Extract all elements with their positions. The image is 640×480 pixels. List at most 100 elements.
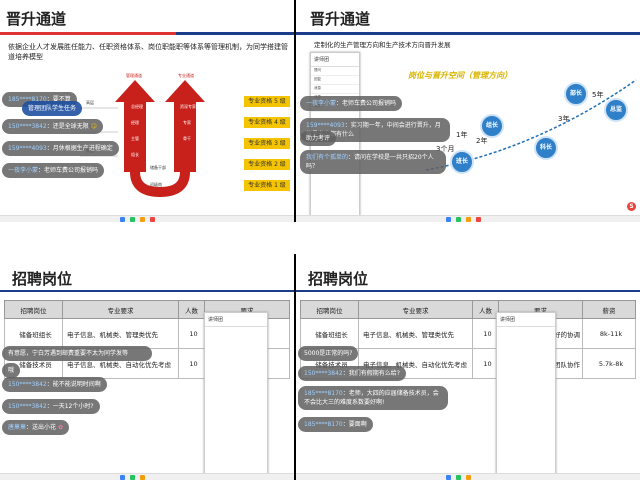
col-header: 招聘岗位	[4, 300, 63, 319]
chat-bubble: 185****8170：老师，大四的应届储备技术员，会不会比大三的难度系数要好啊…	[298, 386, 448, 410]
chat-bubble: 一夜李小蒙：老师车费公司报销吗	[2, 163, 105, 178]
app-icon[interactable]	[456, 217, 461, 222]
col-header: 人数	[472, 300, 499, 319]
chat-bubble: 150****3842：能不能说明时间啊	[2, 377, 107, 392]
separator-band	[0, 222, 640, 254]
level-1: 专业资格 1 级	[244, 180, 290, 191]
app-icon[interactable]	[120, 217, 125, 222]
phone-header: 讲师团	[311, 53, 359, 67]
chat-bubble: 我们有个孤单的：请问在学校是一共只招20个人吗？	[300, 150, 446, 174]
app-icon[interactable]	[140, 217, 145, 222]
description: 依据企业人才发展胜任能力、任职资格体系、岗位职能职等体系等管理机制，为同学搭建管…	[8, 43, 288, 61]
chat-bubble: 一夜李小蒙：老师车费公司报销吗	[300, 96, 403, 111]
phone-chat-window[interactable]: 讲师团	[496, 312, 556, 476]
chat-bubble: 150****3842：我们有假期有么给?	[298, 366, 406, 381]
ladder-left-2: 经理	[131, 120, 139, 125]
chat-bubble: 唐菓菓：送出小花 ✿	[2, 420, 69, 435]
slide-recruit-1: 招聘岗位 招聘岗位 专业要求 人数 要求 储备班组长 电子信息、机械类、管理类优…	[0, 254, 294, 480]
col-header: 专业要求	[358, 300, 473, 319]
title-rule-blue	[176, 32, 294, 35]
taskbar	[296, 215, 640, 222]
ladder-right-1: 资深专家	[180, 104, 196, 109]
page-title: 晋升通道	[6, 10, 67, 28]
list-item[interactable]: 消息	[311, 85, 359, 94]
role-circle-section-chief: 科长	[534, 136, 558, 160]
app-icon[interactable]	[466, 217, 471, 222]
role-circle-director: 总监	[604, 98, 628, 122]
chat-bubble: 5000是正常的吗?	[298, 346, 359, 361]
table-header-row: 招聘岗位 专业要求 人数 要求	[4, 300, 290, 319]
page-title: 晋升通道	[310, 10, 371, 28]
slide-recruit-2: 招聘岗位 招聘岗位 专业要求 人数 要求 薪资 储备班组长 电子信息、机械类、管…	[296, 254, 640, 480]
ladder-left-1: 总经理	[131, 104, 143, 109]
chat-bubble: 哦	[2, 363, 21, 378]
flower-icon: ✿	[57, 424, 63, 431]
phone-header: 讲师团	[497, 313, 555, 327]
level-3: 专业资格 3 级	[244, 138, 290, 149]
title-rule-blue	[296, 32, 640, 35]
smile-icon: ☺	[90, 123, 97, 130]
table-header-row: 招聘岗位 专业要求 人数 要求 薪资	[300, 300, 636, 319]
joining-curve	[130, 171, 190, 198]
year-label: 3个月	[436, 145, 455, 153]
ladder-left-3: 主管	[131, 136, 139, 141]
list-item[interactable]: 提问	[311, 67, 359, 76]
title-rule-red	[0, 32, 180, 35]
title-rule-blue	[296, 290, 640, 292]
chat-bubble: 150****3842：还是全球无限 ☺	[2, 119, 103, 134]
year-label: 3年	[558, 115, 570, 123]
chat-bubble: 有意愿，宁白芳遇到邮费重要不太为同学发等	[2, 346, 152, 361]
ladder-join: 储备干部	[150, 165, 166, 170]
ladder-right-2: 专家	[183, 120, 191, 125]
year-label: 5年	[592, 91, 604, 99]
phone-header: 讲师团	[205, 313, 267, 327]
chat-bubble: 助力考评	[300, 131, 337, 146]
role-circle-manager: 部长	[564, 82, 588, 106]
col-header: 薪资	[582, 300, 636, 319]
app-icon[interactable]	[456, 475, 461, 480]
app-icon[interactable]	[130, 475, 135, 480]
chat-bubble: 150****3842：一天12个小时?	[2, 399, 100, 414]
app-icon[interactable]	[150, 217, 155, 222]
chat-bubble: 管理团队学生任务	[22, 101, 83, 116]
role-circle-team-lead: 班长	[450, 150, 474, 174]
app-icon[interactable]	[140, 475, 145, 480]
ladder-right-3: 骨干	[183, 136, 191, 141]
app-icon[interactable]	[120, 475, 125, 480]
taskbar	[296, 473, 640, 480]
year-label: 1年	[456, 131, 468, 139]
brand-logo-icon: S	[627, 202, 636, 211]
arrow-right-label: 专业通道	[178, 73, 194, 78]
chat-bubble: 185****8170：要面啊	[298, 417, 373, 432]
phone-chat-window[interactable]: 讲师团	[204, 312, 268, 476]
ladder-bottom: 初级岗	[150, 182, 162, 187]
level-5: 专业资格 5 级	[244, 96, 290, 107]
col-header: 招聘岗位	[300, 300, 359, 319]
axis-high: 高层	[86, 100, 94, 105]
taskbar	[0, 473, 294, 480]
ladder-left-4: 组长	[131, 152, 139, 157]
app-icon[interactable]	[130, 217, 135, 222]
slide-career-path-1: 晋升通道 依据企业人才发展胜任能力、任职资格体系、岗位职能职等体系等管理机制，为…	[0, 0, 294, 222]
path-title: 岗位与晋升空间（管理方向）	[408, 71, 512, 80]
taskbar	[0, 215, 294, 222]
specialist-arrow	[165, 80, 205, 172]
app-icon[interactable]	[446, 217, 451, 222]
title-rule-blue	[0, 290, 294, 292]
list-item[interactable]: 回复	[311, 76, 359, 85]
col-header: 人数	[178, 300, 205, 319]
chat-bubble: 159****4093：月休根据生产进程确定	[2, 141, 119, 156]
page-title: 招聘岗位	[12, 270, 73, 288]
level-2: 专业资格 2 级	[244, 159, 290, 170]
col-header: 专业要求	[62, 300, 179, 319]
page-title: 招聘岗位	[308, 270, 369, 288]
app-icon[interactable]	[446, 475, 451, 480]
arrow-left-label: 管理通道	[126, 73, 142, 78]
role-circle-group-lead: 组长	[480, 114, 504, 138]
level-4: 专业资格 4 级	[244, 117, 290, 128]
app-icon[interactable]	[476, 217, 481, 222]
management-arrow	[115, 80, 155, 172]
recruit-table: 招聘岗位 专业要求 人数 要求 储备班组长 电子信息、机械类、管理类优先 10 …	[4, 300, 290, 379]
career-arrows-diagram	[80, 80, 205, 198]
app-icon[interactable]	[466, 475, 471, 480]
